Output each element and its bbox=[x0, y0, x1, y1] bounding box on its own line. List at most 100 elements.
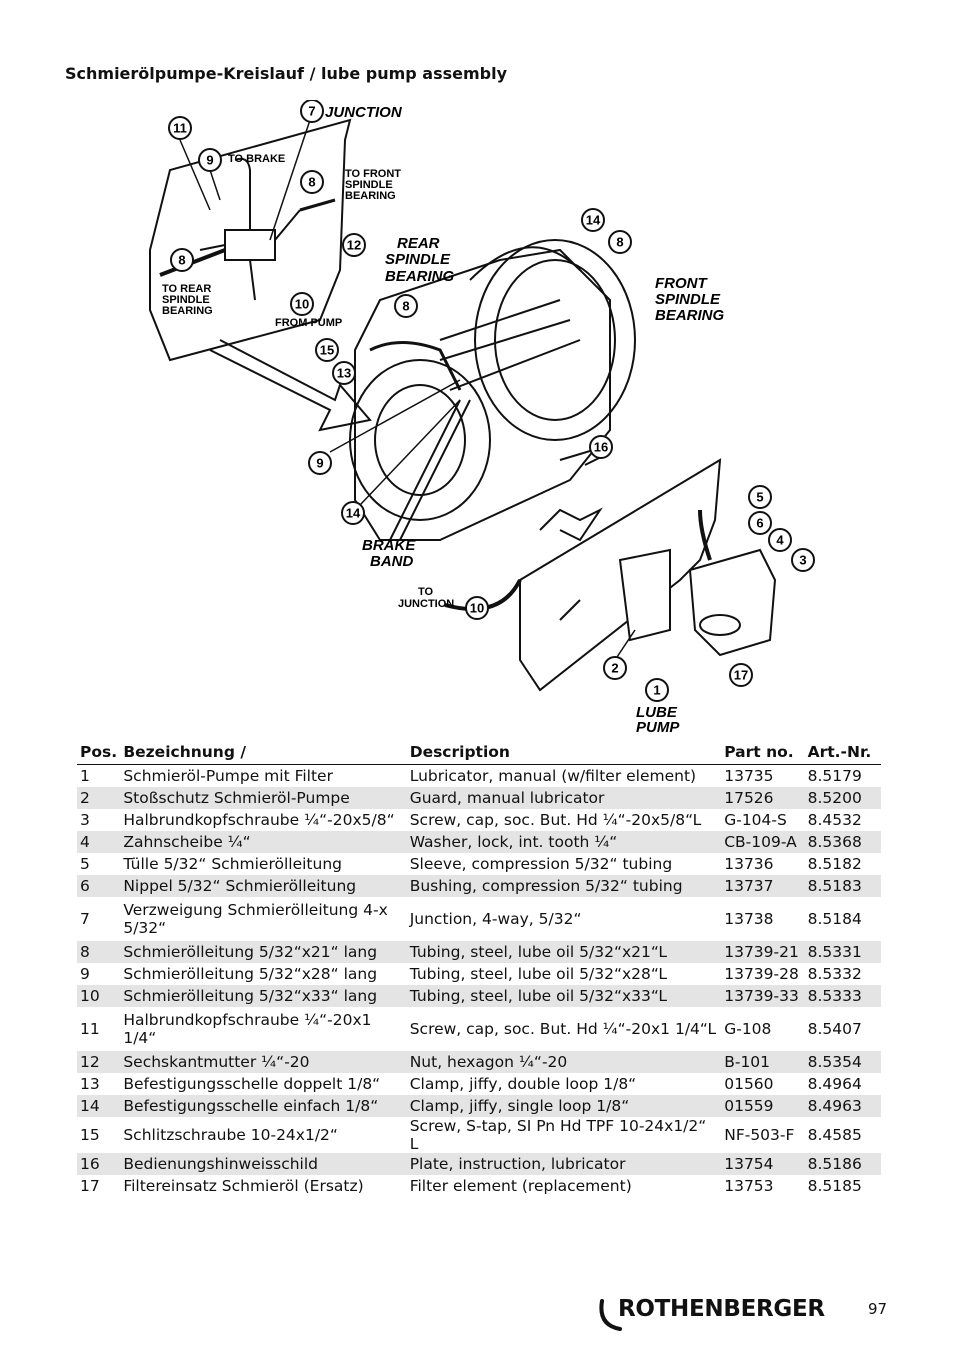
cell-art-nr: 8.4964 bbox=[807, 1075, 862, 1093]
svg-text:BAND: BAND bbox=[370, 553, 413, 570]
cell-part-no: 01559 bbox=[721, 1095, 805, 1117]
svg-text:10: 10 bbox=[295, 297, 309, 312]
svg-text:TO BRAKE: TO BRAKE bbox=[228, 153, 285, 165]
svg-text:13: 13 bbox=[337, 366, 351, 381]
brand-name: ROTHENBERGER bbox=[618, 1296, 825, 1322]
svg-text:17: 17 bbox=[734, 668, 748, 683]
cell-part-no: 17526 bbox=[721, 787, 805, 809]
cell-bezeichnung: Bedienungshinweisschild bbox=[120, 1153, 407, 1175]
cell-bezeichnung: Sechskantmutter ¼“-20 bbox=[120, 1051, 407, 1073]
cell-part-no: 13737 bbox=[721, 875, 805, 897]
parts-table: Pos. Bezeichnung / Description Part no. … bbox=[77, 740, 881, 1197]
table-row: 9 Schmierölleitung 5/32“x28“ lang Tubing, … bbox=[77, 963, 881, 985]
cell-bezeichnung: Halbrundkopfschraube ¼“-20x5/8“ bbox=[123, 811, 395, 829]
svg-text:10: 10 bbox=[470, 601, 484, 616]
page-title: Schmierölpumpe-Kreislauf / lube pump ass… bbox=[65, 64, 508, 83]
cell-pos: 17 bbox=[80, 1177, 100, 1195]
svg-text:11: 11 bbox=[173, 121, 187, 136]
cell-bezeichnung: Befestigungsschelle doppelt 1/8“ bbox=[123, 1075, 381, 1093]
cell-description: Screw, cap, soc. But. Hd ¼“-20x5/8“L bbox=[409, 811, 702, 829]
col-description: Description bbox=[406, 740, 722, 765]
cell-description: Screw, S-tap, SI Pn Hd TPF 10-24x1/2“ L bbox=[409, 1117, 707, 1153]
cell-part-no: 13739-21 bbox=[721, 941, 805, 963]
rothenberger-logo bbox=[599, 1299, 622, 1331]
cell-description: Bushing, compression 5/32“ tubing bbox=[406, 875, 722, 897]
cell-part-no: 13754 bbox=[721, 1153, 805, 1175]
cell-pos: 2 bbox=[77, 787, 121, 809]
cell-art-nr: 8.4963 bbox=[804, 1095, 881, 1117]
svg-text:12: 12 bbox=[347, 238, 361, 253]
cell-art-nr: 8.5368 bbox=[804, 831, 881, 853]
cell-pos: 12 bbox=[77, 1051, 121, 1073]
svg-text:2: 2 bbox=[611, 661, 618, 676]
svg-text:BEARING: BEARING bbox=[162, 305, 213, 317]
cell-pos: 8 bbox=[77, 941, 121, 963]
cell-pos: 14 bbox=[77, 1095, 121, 1117]
svg-text:BRAKE: BRAKE bbox=[362, 537, 416, 554]
svg-text:LUBE: LUBE bbox=[636, 704, 678, 721]
svg-text:4: 4 bbox=[776, 533, 784, 548]
cell-bezeichnung: Schmierölleitung 5/32“x21“ lang bbox=[120, 941, 407, 963]
svg-text:6: 6 bbox=[756, 516, 763, 531]
cell-art-nr: 8.5331 bbox=[804, 941, 881, 963]
svg-text:SPINDLE: SPINDLE bbox=[162, 294, 210, 306]
cell-description: Filter element (replacement) bbox=[409, 1177, 632, 1195]
svg-text:TO: TO bbox=[418, 586, 434, 598]
cell-pos: 9 bbox=[80, 965, 90, 983]
cell-pos: 11 bbox=[80, 1020, 100, 1038]
cell-pos: 15 bbox=[80, 1126, 100, 1144]
cell-art-nr: 8.5332 bbox=[807, 965, 862, 983]
cell-part-no: G-108 bbox=[724, 1020, 772, 1038]
cell-bezeichnung: Filtereinsatz Schmieröl (Ersatz) bbox=[123, 1177, 364, 1195]
cell-art-nr: 8.5407 bbox=[807, 1020, 862, 1038]
cell-description: Tubing, steel, lube oil 5/32“x28“L bbox=[409, 965, 668, 983]
svg-text:14: 14 bbox=[346, 506, 361, 521]
svg-text:JUNCTION: JUNCTION bbox=[325, 104, 403, 121]
cell-art-nr: 8.5182 bbox=[807, 855, 862, 873]
cell-bezeichnung: Halbrundkopfschraube ¼“-20x1 1/4“ bbox=[123, 1011, 372, 1047]
cell-description: Clamp, jiffy, double loop 1/8“ bbox=[409, 1075, 637, 1093]
cell-pos: 6 bbox=[77, 875, 121, 897]
svg-text:1: 1 bbox=[653, 683, 660, 698]
svg-text:8: 8 bbox=[402, 299, 409, 314]
cell-bezeichnung: Tülle 5/32“ Schmierölleitung bbox=[123, 855, 342, 873]
svg-text:SPINDLE: SPINDLE bbox=[655, 291, 721, 308]
cell-part-no: 13736 bbox=[724, 855, 774, 873]
cell-art-nr: 8.5183 bbox=[804, 875, 881, 897]
cell-description: Junction, 4-way, 5/32“ bbox=[409, 910, 582, 928]
cell-art-nr: 8.4532 bbox=[807, 811, 862, 829]
cell-part-no: 01560 bbox=[724, 1075, 774, 1093]
col-pos: Pos. bbox=[77, 740, 121, 765]
table-row: 11 Halbrundkopfschraube ¼“-20x1 1/4“ Screw… bbox=[77, 1007, 881, 1051]
cell-part-no: 13738 bbox=[724, 910, 774, 928]
cell-bezeichnung: Befestigungsschelle einfach 1/8“ bbox=[120, 1095, 407, 1117]
cell-description: Plate, instruction, lubricator bbox=[406, 1153, 722, 1175]
page-number: 97 bbox=[868, 1300, 888, 1318]
cell-description: Screw, cap, soc. But. Hd ¼“-20x1 1/4“L bbox=[409, 1020, 717, 1038]
svg-text:8: 8 bbox=[178, 253, 185, 268]
cell-pos: 3 bbox=[80, 811, 90, 829]
cell-part-no: B-101 bbox=[721, 1051, 805, 1073]
cell-part-no: 13739-33 bbox=[721, 985, 805, 1007]
svg-text:TO REAR: TO REAR bbox=[162, 283, 211, 295]
table-row: 3 Halbrundkopfschraube ¼“-20x5/8“ Screw, c… bbox=[77, 809, 881, 831]
col-art-nr: Art.-Nr. bbox=[804, 740, 881, 765]
cell-art-nr: 8.5184 bbox=[807, 910, 862, 928]
svg-text:FRONT: FRONT bbox=[655, 275, 708, 292]
cell-pos: 13 bbox=[80, 1075, 100, 1093]
cell-bezeichnung: Schmierölleitung 5/32“x28“ lang bbox=[123, 965, 378, 983]
cell-art-nr: 8.5333 bbox=[804, 985, 881, 1007]
svg-text:BEARING: BEARING bbox=[345, 190, 396, 202]
svg-text:9: 9 bbox=[206, 153, 213, 168]
cell-description: Nut, hexagon ¼“-20 bbox=[406, 1051, 722, 1073]
cell-art-nr: 8.4585 bbox=[807, 1126, 862, 1144]
cell-art-nr: 8.5179 bbox=[807, 767, 862, 785]
cell-bezeichnung: Schmierölleitung 5/32“x33“ lang bbox=[120, 985, 407, 1007]
cell-pos: 4 bbox=[77, 831, 121, 853]
